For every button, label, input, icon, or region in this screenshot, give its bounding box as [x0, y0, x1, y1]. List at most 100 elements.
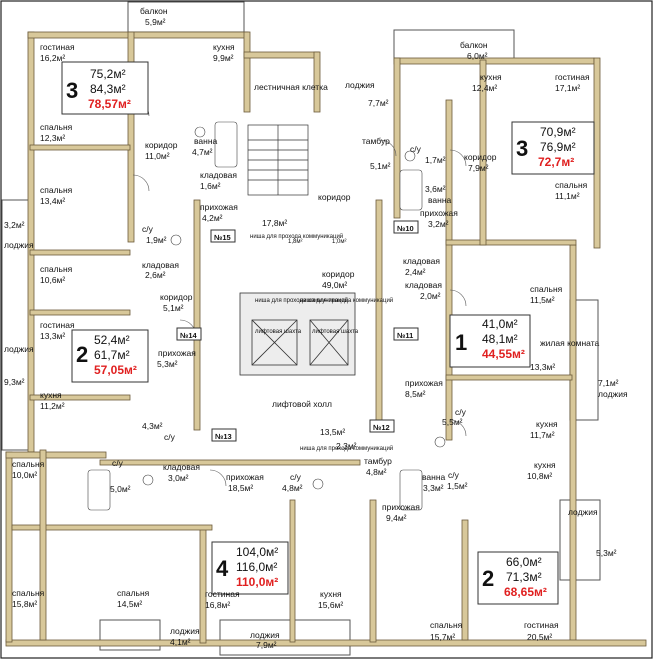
room-area: 5,3м² — [157, 359, 178, 369]
room-name: коридор — [318, 192, 351, 202]
unit-number: №15 — [214, 233, 231, 242]
niche-label: ниша для прохода коммуникаций — [250, 233, 343, 240]
room-name: прихожая — [226, 472, 264, 482]
room-area: 11,1м² — [555, 191, 580, 201]
unit-number: №11 — [397, 331, 413, 340]
room-area: 2,0м² — [420, 291, 441, 301]
room-area: 17,1м² — [555, 83, 580, 93]
niche-label: ниша для прохода коммуникаций — [300, 445, 393, 452]
room-name: ванна — [194, 136, 218, 146]
room-name: коридор — [464, 152, 497, 162]
apartment-area-2: 116,0м² — [236, 560, 277, 574]
bathtub-icon — [214, 121, 238, 168]
apartment-info-2a: 2 52,4м² 61,7м² 57,05м² — [71, 329, 149, 383]
room-name: ванна — [428, 195, 452, 205]
apartment-info-1: 1 41,0м² 48,1м² 44,55м² — [449, 314, 531, 368]
room-area: 6,0м² — [467, 51, 488, 61]
apartment-area-2: 61,7м² — [94, 348, 130, 362]
room-name: кладовая — [200, 170, 237, 180]
room-name: лоджия — [345, 80, 375, 90]
room-name: лоджия — [598, 389, 628, 399]
room-name: лоджия — [4, 344, 34, 354]
room-area: 4,8м² — [366, 467, 387, 477]
room-name: лоджия — [568, 507, 598, 517]
lift-shafts — [239, 292, 356, 376]
room-name: лоджия — [170, 626, 200, 636]
room-area: 2,3м² — [336, 441, 357, 451]
room-area: 4,2м² — [202, 213, 223, 223]
room-name: с/у — [112, 458, 124, 468]
room-name: кладовая — [163, 462, 200, 472]
room-name: гостиная — [524, 620, 559, 630]
room-area: 3,2м² — [428, 219, 449, 229]
room-name: с/у — [290, 472, 302, 482]
room-name: спальня — [530, 284, 563, 294]
room-area: 1,5м² — [447, 481, 468, 491]
room-area: 9,4м² — [386, 513, 407, 523]
apartment-area-1: 70,9м² — [540, 125, 576, 139]
room-area: 9,9м² — [213, 53, 234, 63]
room-name: кухня — [320, 589, 342, 599]
staircase — [247, 124, 309, 196]
room-area: 14,5м² — [117, 599, 142, 609]
room-name: прихожая — [200, 202, 238, 212]
room-name: с/у — [455, 407, 467, 417]
room-area: 15,8м² — [12, 599, 37, 609]
room-area: 7,7м² — [368, 98, 389, 108]
apartment-area-1: 52,4м² — [94, 333, 130, 347]
room-area: 4,3м² — [142, 421, 163, 431]
apartment-area-1: 41,0м² — [482, 317, 518, 331]
room-area: 13,3м² — [530, 362, 555, 372]
room-name: прихожая — [420, 208, 458, 218]
unit-number: №12 — [373, 423, 390, 432]
apartment-area-2: 48,1м² — [482, 332, 518, 346]
room-area: 5,1м² — [163, 303, 184, 313]
room-area: 49,0м² — [322, 280, 347, 290]
apartment-info-2b: 2 66,0м² 71,3м² 68,65м² — [477, 551, 559, 605]
apartment-area-price: 57,05м² — [94, 363, 137, 377]
room-name: лоджия — [4, 240, 34, 250]
room-name: спальня — [117, 588, 150, 598]
apartment-info-3b: 3 70,9м² 76,9м² 72,7м² — [511, 121, 595, 175]
apartment-room-count: 3 — [516, 136, 528, 161]
room-area: 8,5м² — [405, 389, 426, 399]
room-area: 16,2м² — [40, 53, 65, 63]
niche-area: 1,0м² — [332, 239, 346, 245]
apartment-area-price: 110,0м² — [236, 575, 278, 589]
room-labels: балкон 5,9м² гостиная 16,2м² кухня 9,9м²… — [4, 6, 628, 650]
room-area: 13,3м² — [40, 331, 65, 341]
room-area: 4,8м² — [282, 483, 303, 493]
room-name: прихожая — [158, 348, 196, 358]
room-name: гостиная — [555, 72, 590, 82]
room-name: спальня — [40, 185, 73, 195]
niche-label: ниша для прохода коммуникаций — [300, 297, 393, 304]
room-area: 7,1м² — [598, 378, 619, 388]
room-name: прихожая — [382, 502, 420, 512]
toilet-icon — [194, 126, 206, 138]
room-area: 10,6м² — [40, 275, 65, 285]
room-area: 5,5м² — [442, 417, 463, 427]
room-area: 13,5м² — [320, 427, 345, 437]
room-name: спальня — [12, 459, 45, 469]
room-name: спальня — [430, 620, 463, 630]
room-area: 12,3м² — [40, 133, 65, 143]
unit-tags: №10 №11 №12 №13 №14 №15 — [176, 220, 419, 442]
room-name: кладовая — [405, 280, 442, 290]
toilet-icon — [312, 478, 324, 490]
toilet-icon — [404, 150, 416, 162]
room-name: балкон — [140, 6, 168, 16]
room-area: 10,0м² — [12, 470, 37, 480]
room-area: 20,5м² — [527, 632, 552, 642]
room-area: 2,6м² — [145, 270, 166, 280]
lift-shaft-label: лифтовая шахта — [312, 329, 359, 335]
room-name: кухня — [40, 390, 62, 400]
room-name: спальня — [555, 180, 588, 190]
room-area: 1,7м² — [425, 155, 446, 165]
room-name: спальня — [12, 588, 45, 598]
room-area: 5,3м² — [596, 548, 617, 558]
unit-number: №13 — [215, 432, 232, 441]
room-name: с/у — [448, 470, 460, 480]
shaft-labels: лифтовая шахта лифтовая шахта ниша для п… — [250, 233, 393, 452]
room-name: с/у — [142, 224, 154, 234]
